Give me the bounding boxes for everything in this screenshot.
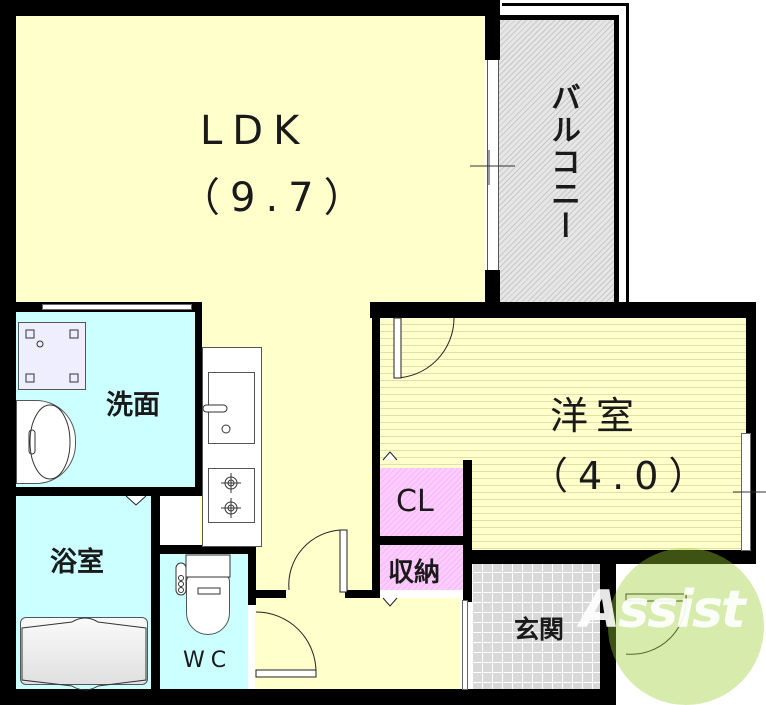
yokushitsu-label: 浴室: [50, 547, 104, 578]
wall-closet-mid: [378, 536, 468, 545]
wall-yoshitsu-left: [372, 310, 380, 595]
ldk-area: [15, 15, 485, 305]
shuno-label: 収納: [388, 558, 441, 588]
wall-bottom: [0, 689, 616, 705]
watermark-text: Assist: [580, 580, 746, 640]
balcony-label: バルコニー: [545, 82, 580, 242]
window-marks: [470, 150, 766, 493]
wall-senmen-bottom: [15, 487, 202, 496]
balcony-rail-top: [499, 15, 619, 20]
genkan-label: 玄関: [514, 615, 565, 644]
balcony-outer: [502, 3, 629, 303]
balcony-window: [487, 60, 499, 270]
wall-bath-right: [151, 492, 160, 692]
washbasin-icon: [16, 400, 76, 484]
senmen-window: [42, 304, 192, 310]
wall-hall-top: [256, 590, 286, 598]
washing-machine-icon: [25, 329, 79, 383]
washing-machine-icon: [18, 322, 86, 390]
hall-partition: [462, 600, 468, 690]
wall-wc-right: [248, 545, 256, 605]
wall-closet-right: [463, 460, 472, 602]
washbasin-icon: [28, 404, 71, 480]
wall-wc-top: [151, 545, 256, 554]
ldk-label: LDK: [200, 108, 310, 154]
toilet-icon: [175, 554, 231, 596]
yoshitsu-label: 洋室: [550, 394, 643, 438]
kitchen-sink-icon: [202, 404, 231, 434]
door-swing-icon: [125, 317, 687, 678]
balcony-area: [499, 20, 614, 302]
toilet-icon: [186, 575, 230, 635]
wall-yoshitsu-right: [746, 302, 756, 564]
genkan-area: [472, 562, 610, 690]
bathtub-icon: [20, 617, 148, 685]
wc-label: WC: [183, 648, 233, 673]
wall-yoshitsu-bottom: [463, 550, 756, 564]
balcony-rail-right: [614, 15, 619, 302]
watermark-logo: [608, 548, 764, 705]
gas-stove-icon: [221, 473, 241, 518]
closet-label: CL: [396, 484, 434, 519]
ldk-size: （9.7）: [180, 175, 374, 221]
wall-ldk-right-upper: [485, 0, 500, 60]
senmen-label: 洗面: [106, 390, 160, 421]
wall-ldk-right-lower: [485, 270, 500, 305]
closet-area: [380, 468, 463, 536]
wall-genkan-right: [600, 564, 616, 705]
wall-left: [0, 0, 16, 705]
yoshitsu-size: （4.0）: [530, 454, 717, 498]
wall-senmen-right: [195, 302, 202, 492]
wall-hall-top2: [345, 590, 380, 598]
shuno-area: [380, 545, 463, 590]
bathtub-icon: [21, 617, 147, 691]
wall-mid-horizontal: [370, 302, 756, 318]
wall-top: [0, 0, 500, 16]
